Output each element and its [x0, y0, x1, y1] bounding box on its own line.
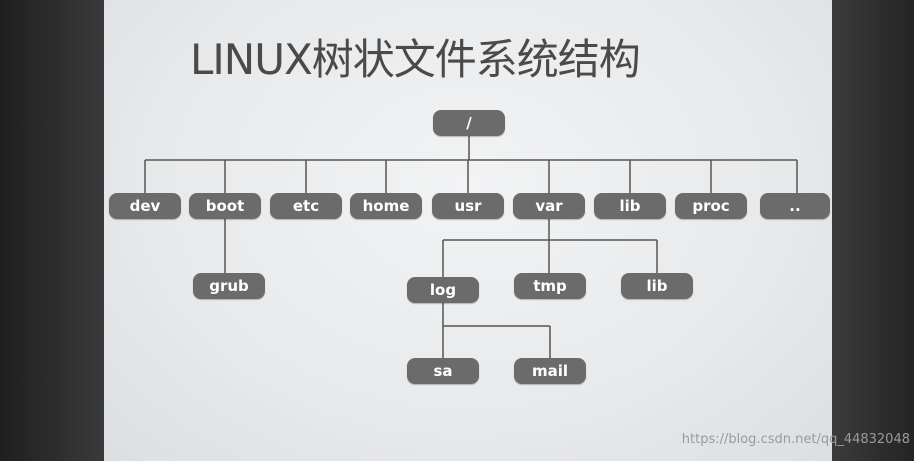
node-lib: lib [594, 193, 666, 219]
node-mail: mail [514, 358, 586, 384]
node-boot: boot [189, 193, 261, 219]
node-root: / [433, 110, 505, 136]
node-sa: sa [407, 358, 479, 384]
left-dark-border [0, 0, 104, 461]
source-watermark: https://blog.csdn.net/qq_44832048 [681, 432, 910, 447]
node-home: home [350, 193, 422, 219]
node-proc: proc [675, 193, 747, 219]
slide-title: LINUX树状文件系统结构 [190, 35, 641, 84]
right-dark-border [832, 0, 914, 461]
node-dev: dev [109, 193, 181, 219]
node-dotdot: .. [760, 193, 830, 219]
node-log: log [407, 277, 479, 303]
node-usr: usr [432, 193, 504, 219]
node-var-lib: lib [621, 273, 693, 299]
node-grub: grub [193, 273, 265, 299]
node-etc: etc [270, 193, 342, 219]
node-var: var [513, 193, 585, 219]
node-tmp: tmp [514, 273, 586, 299]
